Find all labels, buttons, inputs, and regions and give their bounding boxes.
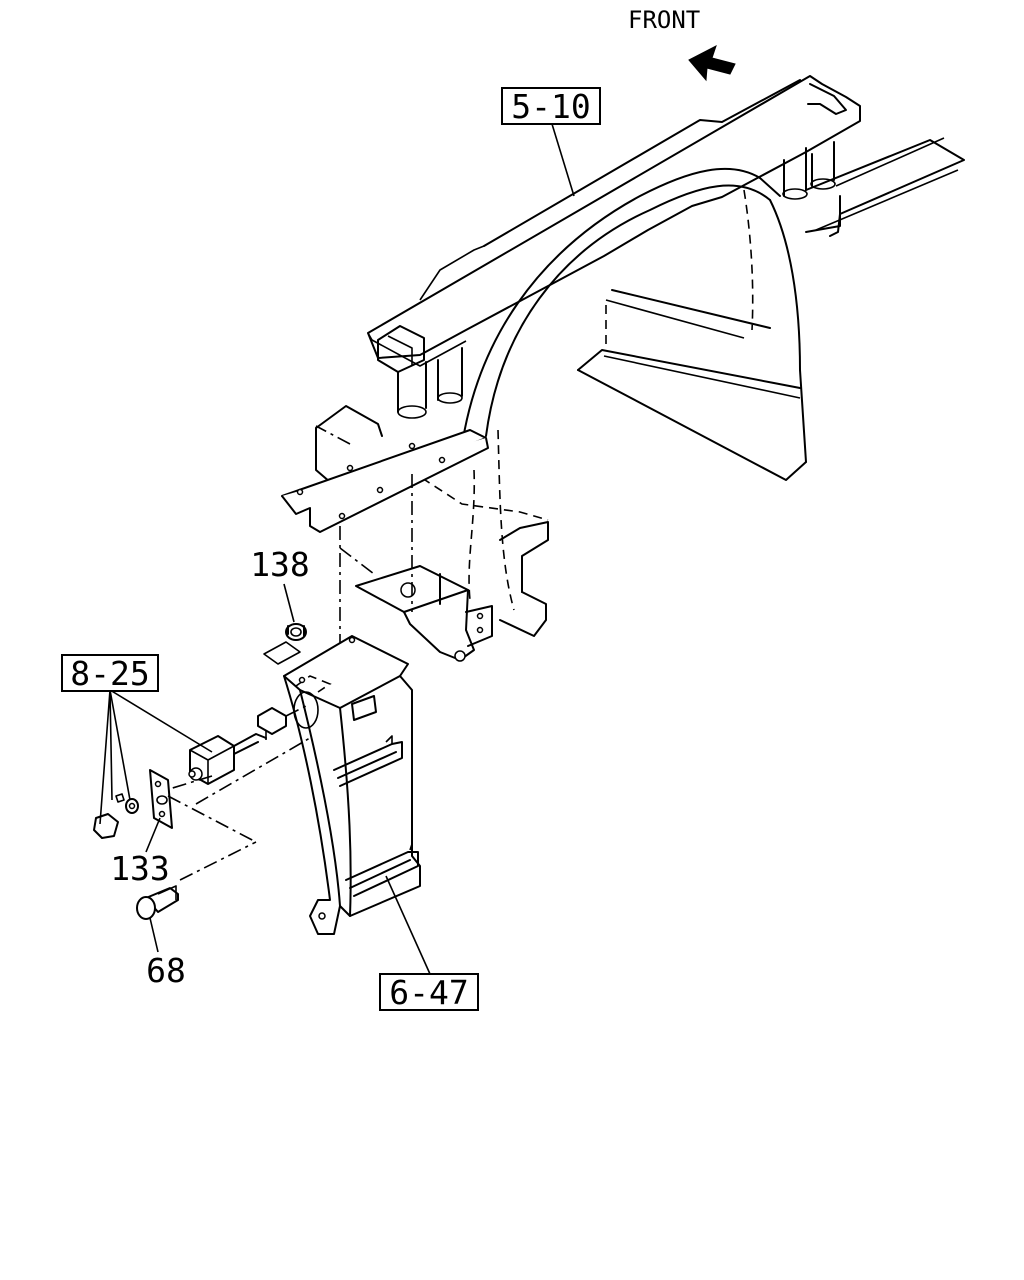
callout-part-bolt: 68 [146,917,186,990]
callout-part-plate-text: 133 [110,849,170,888]
switch-assembly [93,689,311,881]
nut-138 [285,623,307,641]
callout-part-nut: 138 [250,545,310,623]
bolt-68 [136,885,179,920]
callout-part-plate: 133 [110,817,170,888]
callout-ref-frame-text: 5-10 [511,87,590,126]
step-bracket [263,635,421,935]
front-label: FRONT [628,6,700,34]
frame-assembly [281,75,965,700]
callout-part-bolt-text: 68 [146,951,186,990]
callout-ref-step: 6-47 [379,875,479,1012]
callout-ref-frame: 5-10 [501,87,601,197]
callout-ref-switch-text: 8-25 [70,654,149,693]
callout-part-nut-text: 138 [250,545,310,584]
arrow-left-up-icon [688,44,736,82]
callout-ref-step-text: 6-47 [389,973,468,1012]
callout-ref-switch: 8-25 [61,654,159,693]
